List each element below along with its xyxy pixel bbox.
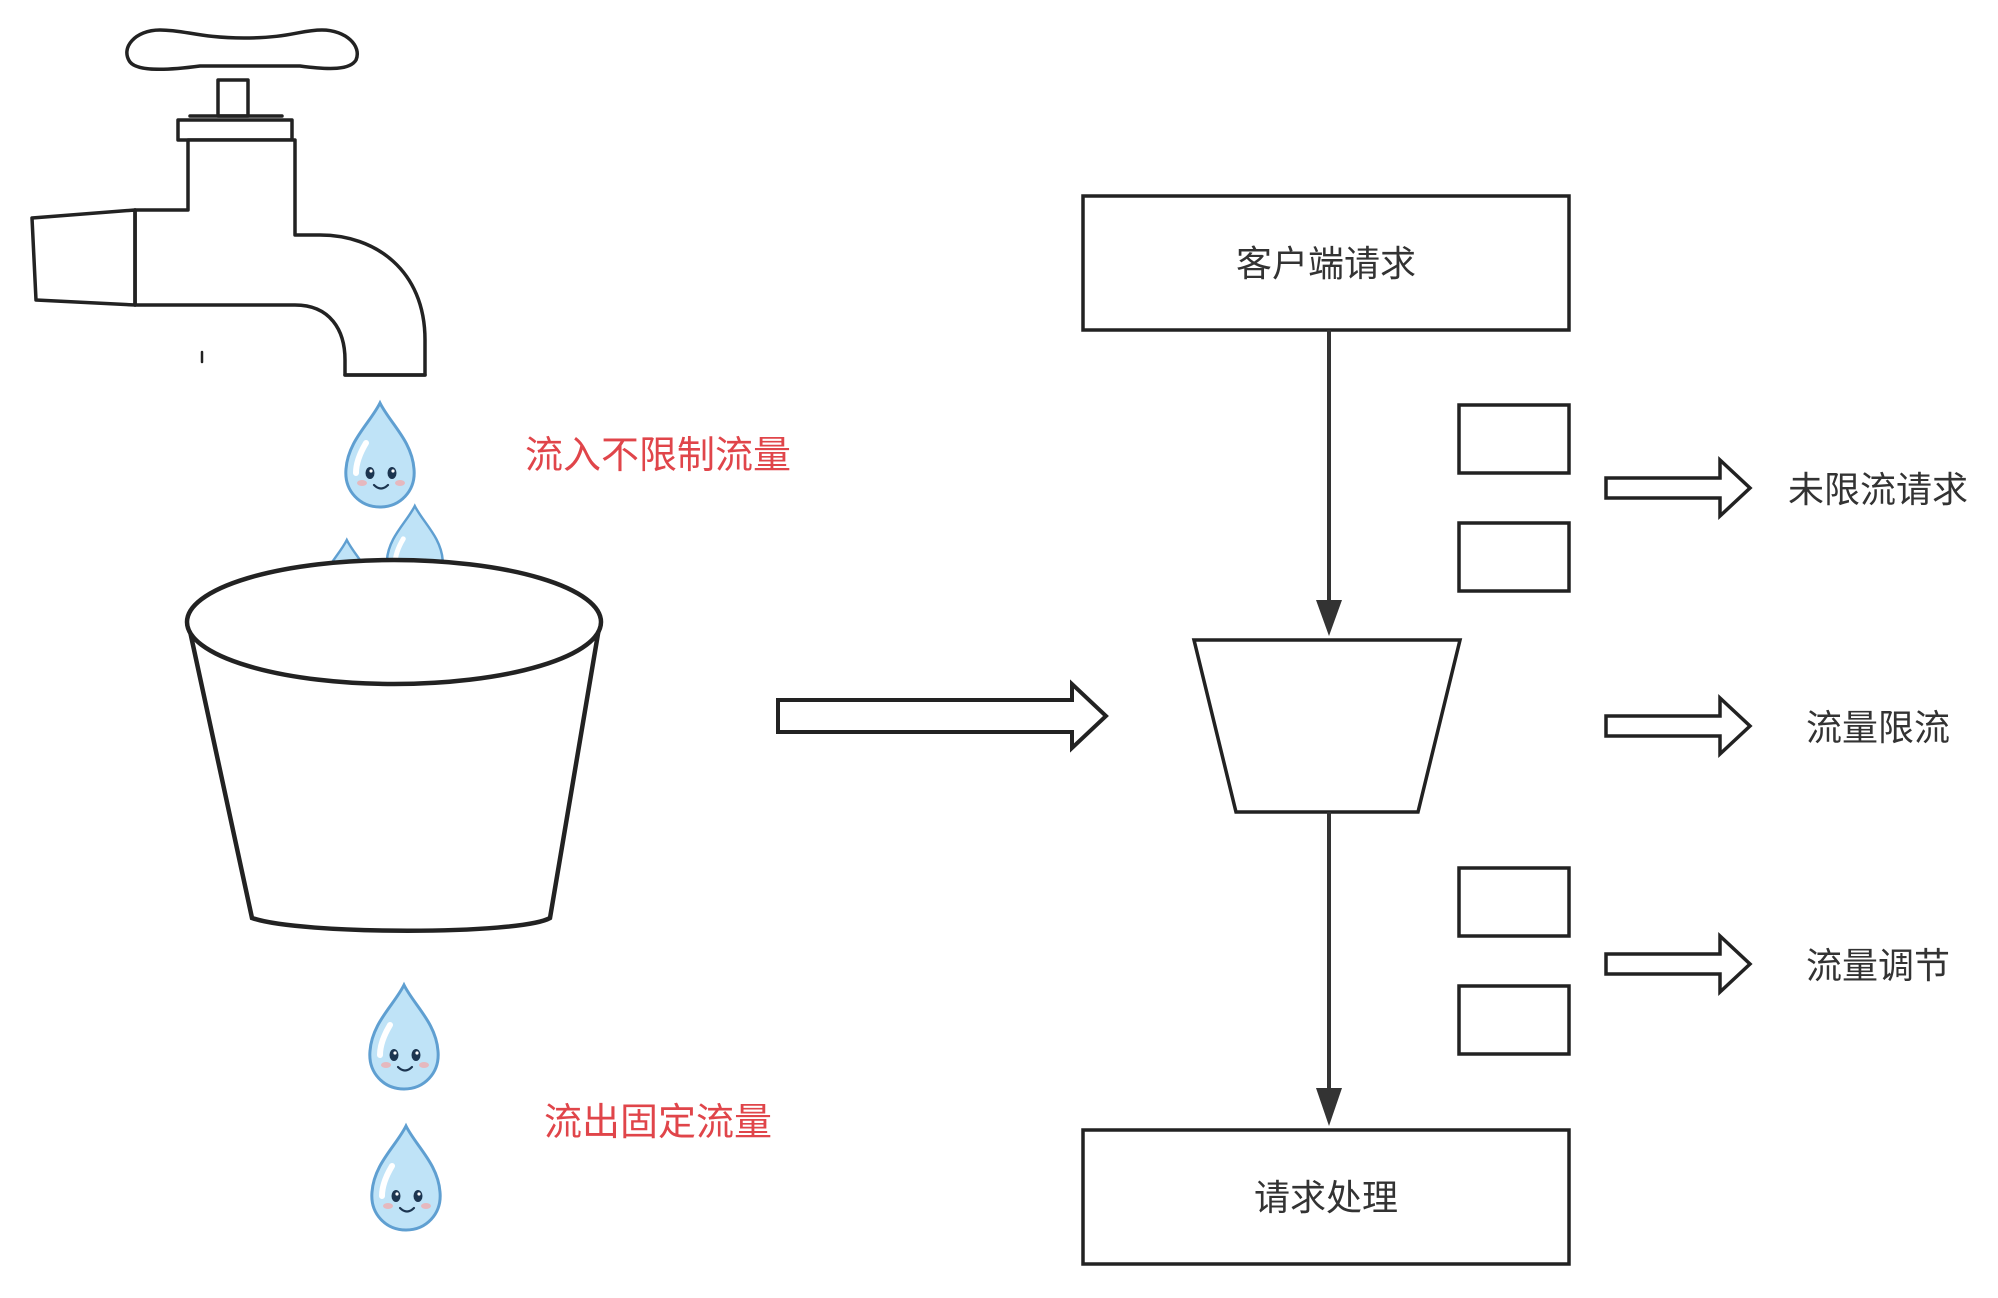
- queued-request-boxes-bottom: [1457, 866, 1571, 1056]
- request-box: [1457, 984, 1571, 1056]
- outcome-label-unlimited: 未限流请求: [1788, 470, 1968, 511]
- rate-limit-funnel: [1191, 638, 1463, 814]
- outcome-arrow-1: [1604, 455, 1753, 521]
- request-box: [1457, 403, 1571, 475]
- outcome-label-rate-limited: 流量限流: [1806, 708, 1950, 749]
- water-drop-icon: [370, 985, 438, 1089]
- request-handling-box: 请求处理: [1081, 1128, 1571, 1266]
- request-box: [1457, 521, 1571, 593]
- inflow-label: 流入不限制流量: [525, 433, 791, 477]
- arrowhead-down: [1316, 600, 1342, 636]
- outcome-arrow-3: [1604, 931, 1753, 997]
- bucket-icon: [184, 557, 604, 933]
- transition-arrow: [776, 679, 1109, 753]
- client-request-box: 客户端请求: [1081, 194, 1571, 332]
- queued-request-boxes-top: [1457, 403, 1571, 593]
- client-request-label: 客户端请求: [1236, 244, 1416, 285]
- outcome-label-regulated: 流量调节: [1806, 946, 1950, 987]
- water-drop-icon: [372, 1126, 440, 1230]
- water-drop-icon: [346, 403, 414, 507]
- outflow-label: 流出固定流量: [544, 1100, 772, 1144]
- arrowhead-down: [1316, 1088, 1342, 1126]
- request-box: [1457, 866, 1571, 938]
- outcome-arrow-2: [1604, 693, 1753, 759]
- request-handling-label: 请求处理: [1254, 1178, 1398, 1219]
- faucet-icon: [30, 28, 427, 377]
